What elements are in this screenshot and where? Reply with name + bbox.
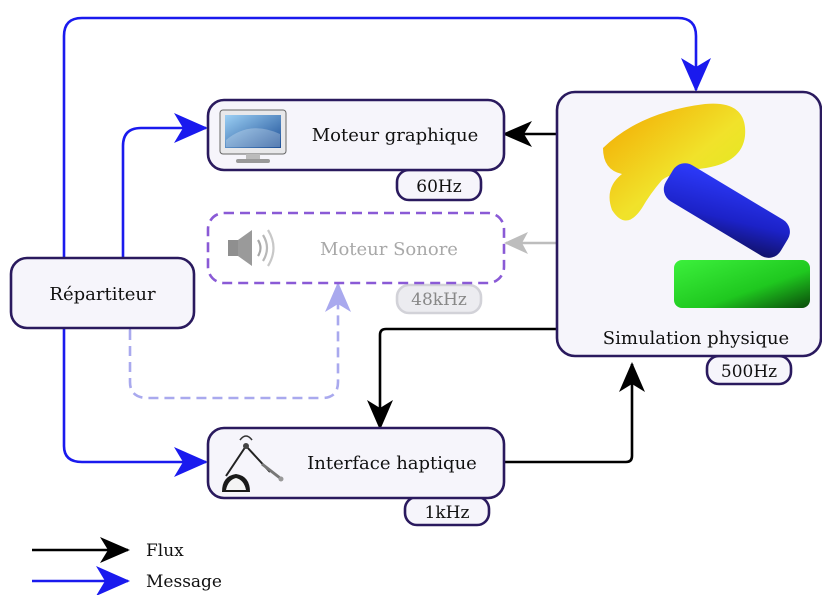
edge-flux-simulation-haptique [367,327,556,430]
node-simulation-label: Simulation physique [603,328,789,349]
rate-badge-48khz: 48kHz [411,290,467,310]
speaker-icon [228,229,275,267]
blue-bar-shape [663,163,790,258]
node-moteur-graphique-label: Moteur graphique [312,125,479,146]
legend-message-label: Message [146,572,222,592]
yellow-body-shape [603,103,746,221]
physics-shapes-illustration [603,103,810,308]
edge-message-repartiteur-graphique [108,113,208,290]
haptic-device-icon [222,435,284,492]
rate-badge-60hz: 60Hz [416,177,461,197]
node-simulation: 500Hz Simulation physique [555,90,822,386]
green-block-shape [674,260,810,308]
node-repartiteur-label: Répartiteur [49,284,156,305]
node-moteur-graphique: 60Hz Moteur graphique [206,98,506,202]
node-moteur-sonore: 48kHz Moteur Sonore [206,211,506,315]
monitor-icon [219,109,287,163]
edge-flux-haptique-simulation [504,362,645,464]
node-haptique-label: Interface haptique [307,453,477,474]
rate-badge-1khz: 1kHz [425,503,470,523]
rate-badge-500hz: 500Hz [721,362,777,382]
legend: Flux Message [32,537,222,595]
node-moteur-sonore-label: Moteur Sonore [320,239,458,260]
node-haptique: 1kHz Interface haptique [206,426,506,527]
edge-message-repartiteur-sonore [117,282,351,400]
legend-flux-label: Flux [146,541,184,561]
edge-message-repartiteur-haptique [49,296,208,477]
node-repartiteur: Répartiteur [9,256,196,330]
edge-message-repartiteur-simulation [49,16,711,290]
